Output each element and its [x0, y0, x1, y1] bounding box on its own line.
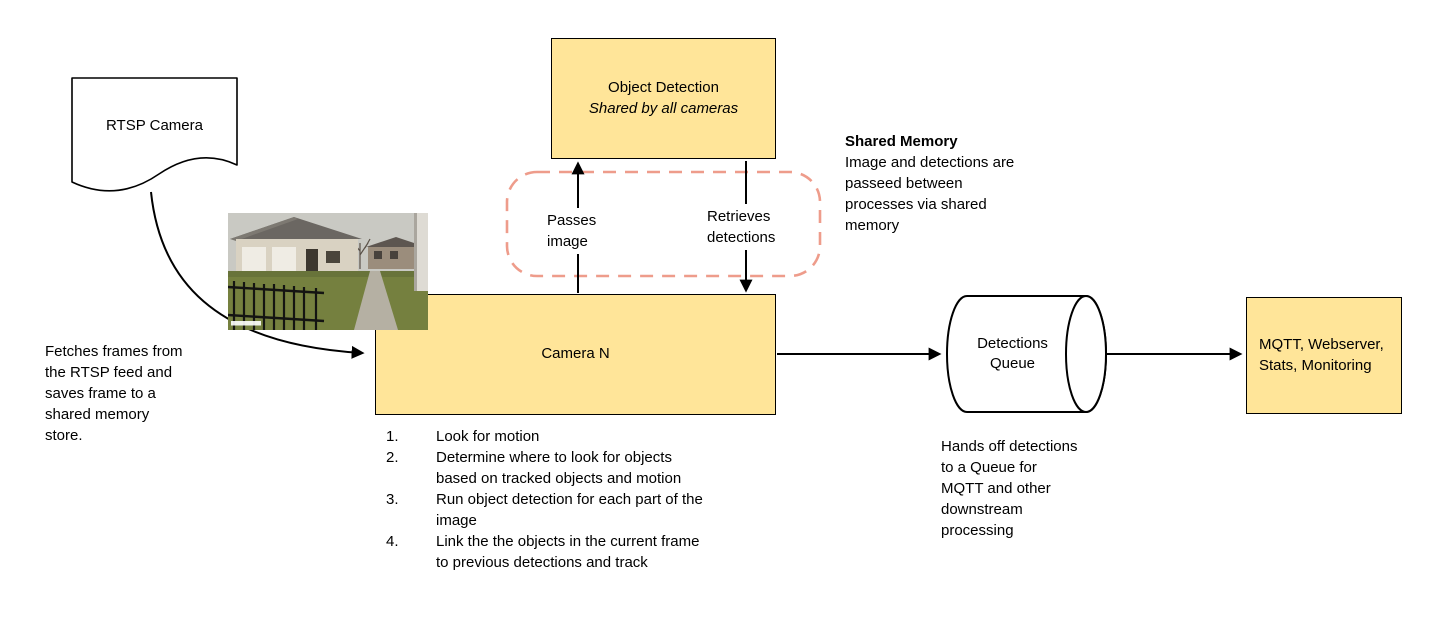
camera-steps-list: 1. Look for motion 2. Determine where to…: [383, 426, 785, 573]
step-number: 3.: [386, 491, 399, 508]
object-detection-title: Object Detection: [608, 79, 719, 97]
fetch-frames-note: Fetches frames from the RTSP feed and sa…: [45, 343, 183, 444]
camera-step-4: 4. Link the the objects in the current f…: [383, 531, 785, 573]
step-text: Determine where to look for objects base…: [436, 449, 682, 487]
outputs-label: MQTT, Webserver, Stats, Monitoring: [1259, 336, 1384, 374]
queue-handoff-note: Hands off detections to a Queue for MQTT…: [941, 438, 1078, 539]
step-text: Link the the objects in the current fram…: [436, 533, 700, 571]
camera-snapshot-image: [227, 213, 428, 330]
object-detection-subtitle: Shared by all cameras: [588, 99, 739, 117]
camera-step-1: 1. Look for motion: [383, 426, 785, 447]
object-detection-box: Object Detection Shared by all cameras: [551, 38, 776, 159]
camera-step-2: 2. Determine where to look for objects b…: [383, 447, 785, 489]
detections-queue-label: Detections Queue: [977, 334, 1048, 372]
rtsp-camera-label: RTSP Camera: [106, 116, 203, 134]
outputs-box: MQTT, Webserver, Stats, Monitoring: [1246, 297, 1402, 414]
snapshot-sidewalk: [354, 271, 398, 330]
step-text: Look for motion: [436, 428, 540, 445]
step-text: Run object detection for each part of th…: [436, 491, 703, 529]
step-number: 1.: [386, 428, 399, 445]
shared-memory-body: Image and detections are passeed between…: [845, 154, 1015, 234]
snapshot-caption-overlay: [231, 321, 261, 326]
retrieves-detections-label: Retrieves detections: [703, 204, 780, 250]
snapshot-porch-column: [416, 213, 428, 291]
shared-memory-title: Shared Memory: [845, 133, 958, 150]
shared-memory-annotation: Shared Memory Image and detections are p…: [845, 131, 1040, 236]
camera-n-label: Camera N: [541, 345, 610, 363]
step-number: 4.: [386, 533, 399, 550]
snapshot-house-roof: [230, 217, 362, 239]
camera-n-box: Camera N: [375, 294, 776, 415]
step-number: 2.: [386, 449, 399, 466]
queue-cylinder-cap: [1065, 295, 1107, 413]
camera-snapshot-graphic: [227, 213, 428, 330]
passes-image-label: Passes image: [543, 208, 601, 254]
camera-step-3: 3. Run object detection for each part of…: [383, 489, 785, 531]
